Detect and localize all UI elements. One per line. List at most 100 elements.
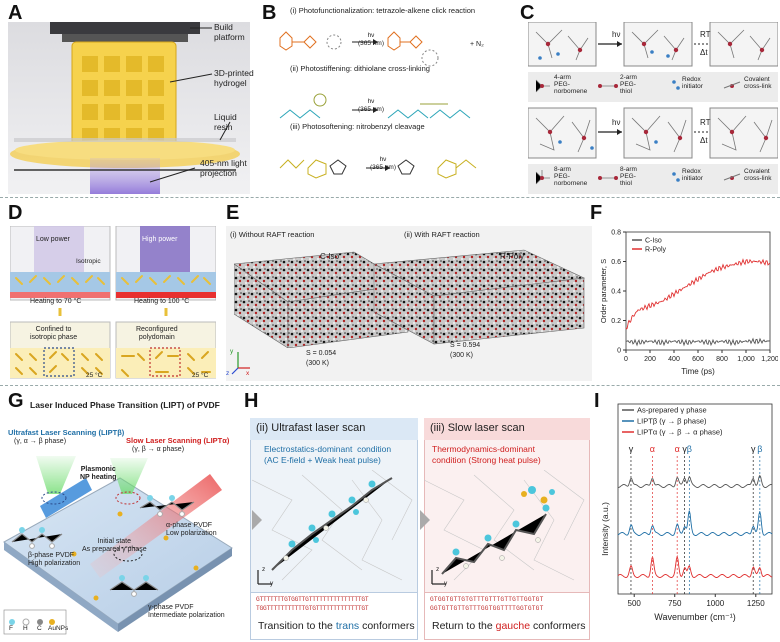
legend-4arm: 4-arm PEG- norbornene [554,74,588,95]
axes-triad-h-right [431,570,446,585]
x-tick-label: 800 [716,356,728,363]
x-tick-label: 1000 [706,599,724,608]
label-25c-left: 25 °C [86,372,103,379]
legend-label: LIPTβ (γ → β phase) [637,417,707,426]
panel-a-illustration [8,22,250,194]
label-rt-top: RT [700,30,711,39]
axis-z-h-right: z [436,566,440,573]
label-c-iso: C-Iso [320,252,340,261]
spectrum-line [617,554,773,578]
label-hydrogel: 3D-printed hydrogel [214,68,254,88]
h-seq-right-2: GGTGTTGTTGTTTGGTGGTTTTGGTGTGT [430,605,544,612]
h-caption-right: Return to the gauche conformers [432,620,586,632]
label-low-power: Low power [36,236,70,243]
step-photosoftening: (iii) Photosoftening: nitrobenzyl cleava… [290,122,425,131]
series-line-c-iso [626,337,771,347]
h-caption-left-highlight: trans [335,620,360,632]
x-axis-label: Time (ps) [681,367,715,376]
legend-label: R-Poly [645,247,667,254]
panel-letter-b: B [262,2,277,24]
x-tick-label: 200 [644,356,656,363]
h-slow-condition: Thermodynamics-dominant condition (Stron… [432,444,541,465]
h-caption-right-post: conformers [530,620,586,632]
panel-letter-f: F [590,202,603,224]
step-photofunctionalization: (i) Photofunctionalization: tetrazole-al… [290,6,476,15]
panel-letter-d: D [8,202,23,224]
g-initial-state: Initial state As prepared γ phase [82,538,147,553]
series-line-r-poly [625,258,771,330]
label-r-poly: R-Poly [500,252,525,261]
g-gamma-phase: γ-phase PVDF Intermediate polarization [148,604,225,619]
panel-letter-e: E [226,202,240,224]
axes-triad-e [231,352,250,375]
label-dt-bottom: Δt [700,136,708,145]
label-heating-70: Heating to 70 °C [30,298,82,305]
temp-left: (300 K) [306,360,329,367]
peak-label: α [650,444,655,454]
panel-h-molecular-snapshots [252,470,585,581]
x-tick-label: 400 [668,356,680,363]
g-ultrafast-sub: (γ, α → β phase) [14,438,67,445]
label-rt-bottom: RT [700,118,711,127]
panel-e-md-snapshots [234,249,586,348]
legend-redox-2: Redox initiator [682,168,703,182]
h-caption-right-highlight: gauche [495,620,531,632]
row-divider-1 [0,197,780,198]
panel-letter-h: H [244,390,259,412]
x-tick-label: 1,200 [761,356,778,363]
g-legend-aunps: AuNPs [48,625,69,632]
y-tick-label: 0 [617,348,621,355]
label-dt-top: Δt [700,48,708,57]
spectrum-line [617,510,773,536]
h-caption-right-pre: Return to the [432,620,496,632]
legend-8arm-norbornene: 8-arm PEG- norbornene [554,166,588,187]
h-seq-left-1: GTTTTTTTGTGGTTGTTTTTTTTTTTTTTTGT [256,596,369,603]
label-build-platform: Build platform [214,22,245,42]
g-title: Laser Induced Phase Transition (LIPT) of… [30,400,220,410]
peak-label: γ [629,444,634,454]
step-photostiffening: (ii) Photostiffening: dithiolane cross-l… [290,64,430,73]
y-tick-label: 0.8 [611,230,621,237]
label-25c-right: 25 °C [192,372,209,379]
arrow-hv-bottom: hν [612,118,621,127]
g-legend-f: F [9,625,13,632]
panel-letter-g: G [8,390,24,412]
x-tick-label: 500 [628,599,642,608]
panel-b-reactions: + N₂ [279,31,484,179]
g-alpha-phase: α-phase PVDF Low polarization [166,522,217,537]
peak-label: γ [751,444,756,454]
h-seq-right-1: GTGGTGTTGTGTTTGTTTGTTGTTGGTGT [430,596,544,603]
g-plasmonic: Plasmonic NP heating [80,466,117,481]
x-tick-label: 750 [668,599,682,608]
legend-crosslink-1: Covalent cross-link [744,76,772,90]
arrow-label-i: hν (365 nm) [358,32,385,47]
y-axis-label: Intensity (a.u.) [600,502,610,556]
spectrum-line [617,474,773,488]
peak-label: α [675,444,680,454]
g-slow: Slow Laser Scanning (LIPTα) [126,436,230,445]
x-tick-label: 1250 [747,599,765,608]
legend-crosslink-2: Covalent cross-link [744,168,772,182]
panel-letter-c: C [520,2,535,24]
x-axis-label: Wavenumber (cm⁻¹) [654,612,735,622]
label-reconfigured: Reconfigured polydomain [136,326,178,341]
x-tick-label: 1,000 [737,356,755,363]
g-slow-sub: (γ, β → α phase) [132,446,185,453]
panel-g-illustration [3,456,233,635]
peak-label: β [757,444,762,454]
plot-frame [617,403,773,595]
h-left-header [250,418,418,440]
row-divider-2 [0,385,780,386]
g-ultrafast: Ultrafast Laser Scanning (LIPTβ) [8,428,125,437]
h-ultrafast-title: (ii) Ultrafast laser scan [256,422,366,434]
h-slow-title: (iii) Slow laser scan [430,422,525,434]
arrow-hv-top: hν [612,30,621,39]
g-beta-phase: β-phase PVDF High polarization [28,552,81,567]
legend-redox-1: Redox initiator [682,76,703,90]
g-legend-c: C [37,625,42,632]
label-light-projection: 405-nm light projection [200,158,247,178]
temp-right: (300 K) [450,352,473,359]
y-axis-label: Order parameter, S [599,259,608,323]
